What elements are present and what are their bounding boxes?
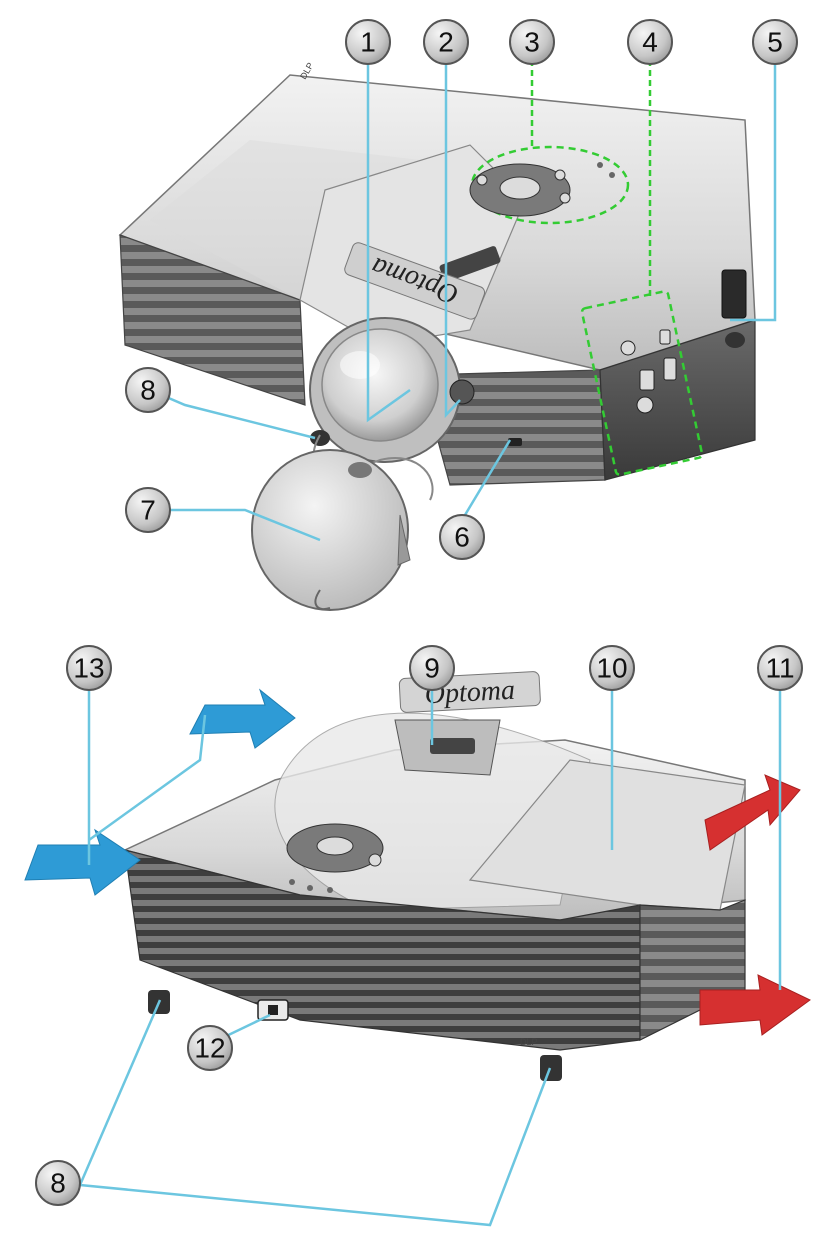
exhaust-arrow-lower: [699, 974, 811, 1036]
callout-11: 11: [757, 645, 803, 691]
exhaust-arrows: [699, 774, 811, 1036]
callout-7-label: 7: [140, 495, 156, 526]
callout-13-label: 13: [73, 653, 104, 684]
intake-arrow-upper: [189, 688, 296, 749]
rear-keypad: [286, 823, 384, 893]
io-ports-box: [580, 290, 704, 476]
callout-8-bottom: 8: [35, 1160, 81, 1206]
callout-3-label: 3: [524, 27, 540, 58]
zoom-ring-slot: [439, 246, 501, 282]
projector-front-view: Optoma DLP: [118, 61, 756, 486]
ir-receiver: [508, 438, 522, 446]
power-socket: [721, 269, 747, 319]
rear-dlp-mark: DLP: [520, 1037, 538, 1047]
left-vent-grille: [119, 234, 306, 406]
callout-4-label: 4: [642, 27, 658, 58]
callout-9: 9: [409, 645, 455, 691]
lamp-cover: [468, 759, 746, 911]
exhaust-arrow-upper: [704, 774, 801, 851]
projection-lens: [309, 317, 461, 463]
callout-5: 5: [752, 19, 798, 65]
callout-3: 3: [509, 19, 555, 65]
callout-13: 13: [66, 645, 112, 691]
callout-12: 12: [187, 1025, 233, 1071]
callout-2-label: 2: [438, 27, 454, 58]
front-foot-left: [310, 430, 330, 446]
rear-foot-right: [540, 1055, 562, 1081]
callout-2: 2: [423, 19, 469, 65]
callout-1-label: 1: [360, 27, 376, 58]
io-ports: [620, 329, 677, 414]
leader-lines: [78, 60, 782, 1227]
callout-1: 1: [345, 19, 391, 65]
callout-11-label: 11: [765, 653, 794, 684]
focus-knob: [449, 379, 475, 405]
callout-10-label: 10: [596, 653, 627, 684]
callout-7: 7: [125, 487, 171, 533]
callout-8-top-label: 8: [140, 375, 156, 406]
control-keypad: [469, 145, 630, 225]
right-side-panel: [599, 319, 756, 481]
callout-8-top: 8: [125, 367, 171, 413]
callout-5-label: 5: [767, 27, 783, 58]
projector-rear-view: Optoma DLP: [122, 671, 746, 1081]
callout-6: 6: [439, 514, 485, 560]
intake-arrow-lower: [24, 828, 141, 896]
callout-12-label: 12: [194, 1033, 225, 1064]
callout-6-label: 6: [454, 522, 470, 553]
callout-8-bottom-label: 8: [50, 1168, 66, 1199]
intake-arrows: [24, 688, 296, 896]
callout-9-label: 9: [424, 653, 440, 684]
lens-cap: [251, 434, 434, 611]
callout-4: 4: [627, 19, 673, 65]
lamp-cover-panel: [150, 140, 420, 300]
rear-foot-right: [725, 332, 745, 348]
callout-10: 10: [589, 645, 635, 691]
